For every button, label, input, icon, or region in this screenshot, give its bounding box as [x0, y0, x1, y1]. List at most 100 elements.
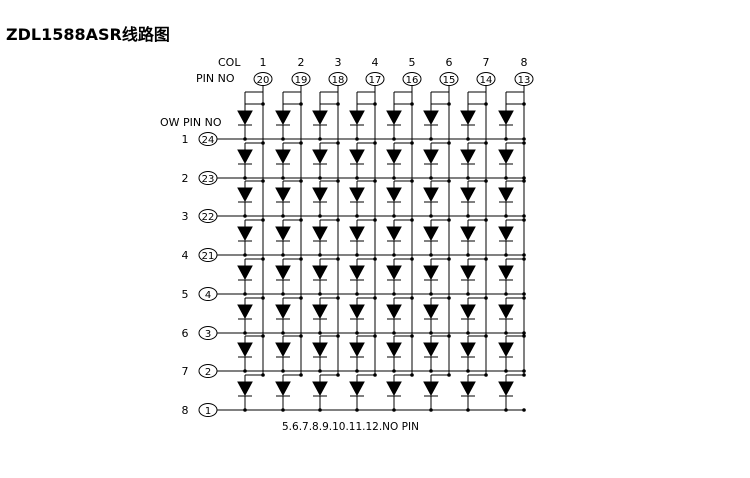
led-diode — [237, 218, 265, 257]
led-diode — [275, 179, 303, 218]
junction-dot — [522, 373, 526, 377]
junction-dot — [299, 373, 303, 377]
row-pin-circle — [198, 171, 218, 185]
junction-dot — [504, 214, 508, 218]
led-diode — [386, 373, 414, 412]
junction-dot — [336, 218, 340, 222]
junction-dot — [504, 369, 508, 373]
junction-dot — [261, 257, 265, 261]
row-number-label: 7 — [182, 365, 189, 378]
row-pin-number: 2 — [205, 367, 211, 378]
led-diode — [460, 179, 488, 218]
led-diode — [460, 257, 488, 296]
junction-dot — [447, 257, 451, 261]
junction-dot — [355, 369, 359, 373]
column-pin-number: 20 — [257, 75, 270, 86]
column-header-3: 318 — [328, 56, 348, 86]
led-triangle — [349, 304, 365, 320]
junction-dot — [466, 331, 470, 335]
led-triangle — [423, 381, 439, 397]
junction-dot — [484, 334, 488, 338]
junction-dot — [281, 408, 285, 412]
led-diode — [423, 179, 451, 218]
junction-dot — [336, 296, 340, 300]
junction-dot — [410, 257, 414, 261]
junction-dot — [447, 218, 451, 222]
led-triangle — [423, 187, 439, 203]
junction-dot — [281, 331, 285, 335]
wiring-group — [217, 86, 526, 412]
column-pin-number: 19 — [295, 75, 308, 86]
led-diode — [237, 334, 265, 373]
led-triangle — [312, 110, 328, 126]
column-pin-circle — [291, 72, 311, 86]
led-diode — [312, 218, 340, 257]
junction-dot — [299, 179, 303, 183]
led-triangle — [498, 226, 514, 242]
junction-dot — [429, 214, 433, 218]
row-pin-circle — [198, 326, 218, 340]
led-diode — [312, 296, 340, 335]
junction-dot — [261, 102, 265, 106]
led-triangle — [423, 149, 439, 165]
junction-dot — [447, 334, 451, 338]
junction-dot — [336, 373, 340, 377]
led-triangle — [423, 342, 439, 358]
column-header-1: 120 — [253, 56, 273, 86]
junction-dot — [261, 334, 265, 338]
led-triangle — [460, 265, 476, 281]
led-triangle — [349, 342, 365, 358]
led-diode — [498, 257, 526, 296]
row-number-label: 3 — [182, 210, 189, 223]
junction-dot — [261, 296, 265, 300]
footer-no-pin-label: 5.6.7.8.9.10.11.12.NO PIN — [282, 421, 419, 433]
junction-dot — [281, 292, 285, 296]
row-number-label: 8 — [182, 404, 189, 417]
column-pin-number: 17 — [369, 75, 382, 86]
junction-dot — [243, 331, 247, 335]
pin-no-header-label: PIN NO — [196, 72, 235, 85]
junction-dot — [243, 369, 247, 373]
junction-dot — [281, 137, 285, 141]
led-triangle — [386, 110, 402, 126]
column-header-2: 219 — [291, 56, 311, 86]
led-triangle — [275, 149, 291, 165]
led-triangle — [460, 342, 476, 358]
led-triangle — [312, 149, 328, 165]
led-diode — [460, 296, 488, 335]
led-triangle — [237, 304, 253, 320]
junction-dot — [466, 253, 470, 257]
column-pin-circle — [439, 72, 459, 86]
junction-dot — [484, 296, 488, 300]
junction-dot — [392, 292, 396, 296]
led-diode — [460, 373, 488, 412]
led-triangle — [386, 381, 402, 397]
led-triangle — [349, 110, 365, 126]
row-pin-number: 24 — [202, 135, 215, 146]
led-diode — [460, 102, 488, 141]
junction-dot — [410, 179, 414, 183]
junction-dot — [504, 137, 508, 141]
diagram-title: ZDL1588ASR线路图 — [6, 25, 170, 44]
junction-dot — [243, 253, 247, 257]
junction-dot — [373, 296, 377, 300]
column-pin-number: 16 — [406, 75, 419, 86]
junction-dot — [447, 373, 451, 377]
led-diode — [386, 218, 414, 257]
junction-dot — [299, 257, 303, 261]
led-diode — [498, 102, 526, 141]
column-pin-number: 14 — [480, 75, 493, 86]
row-pin-number: 21 — [202, 251, 215, 262]
junction-dot — [410, 334, 414, 338]
junction-dot — [522, 141, 526, 145]
junction-dot — [355, 214, 359, 218]
led-diode — [312, 334, 340, 373]
led-triangle — [349, 149, 365, 165]
led-diode — [386, 102, 414, 141]
led-triangle — [386, 304, 402, 320]
